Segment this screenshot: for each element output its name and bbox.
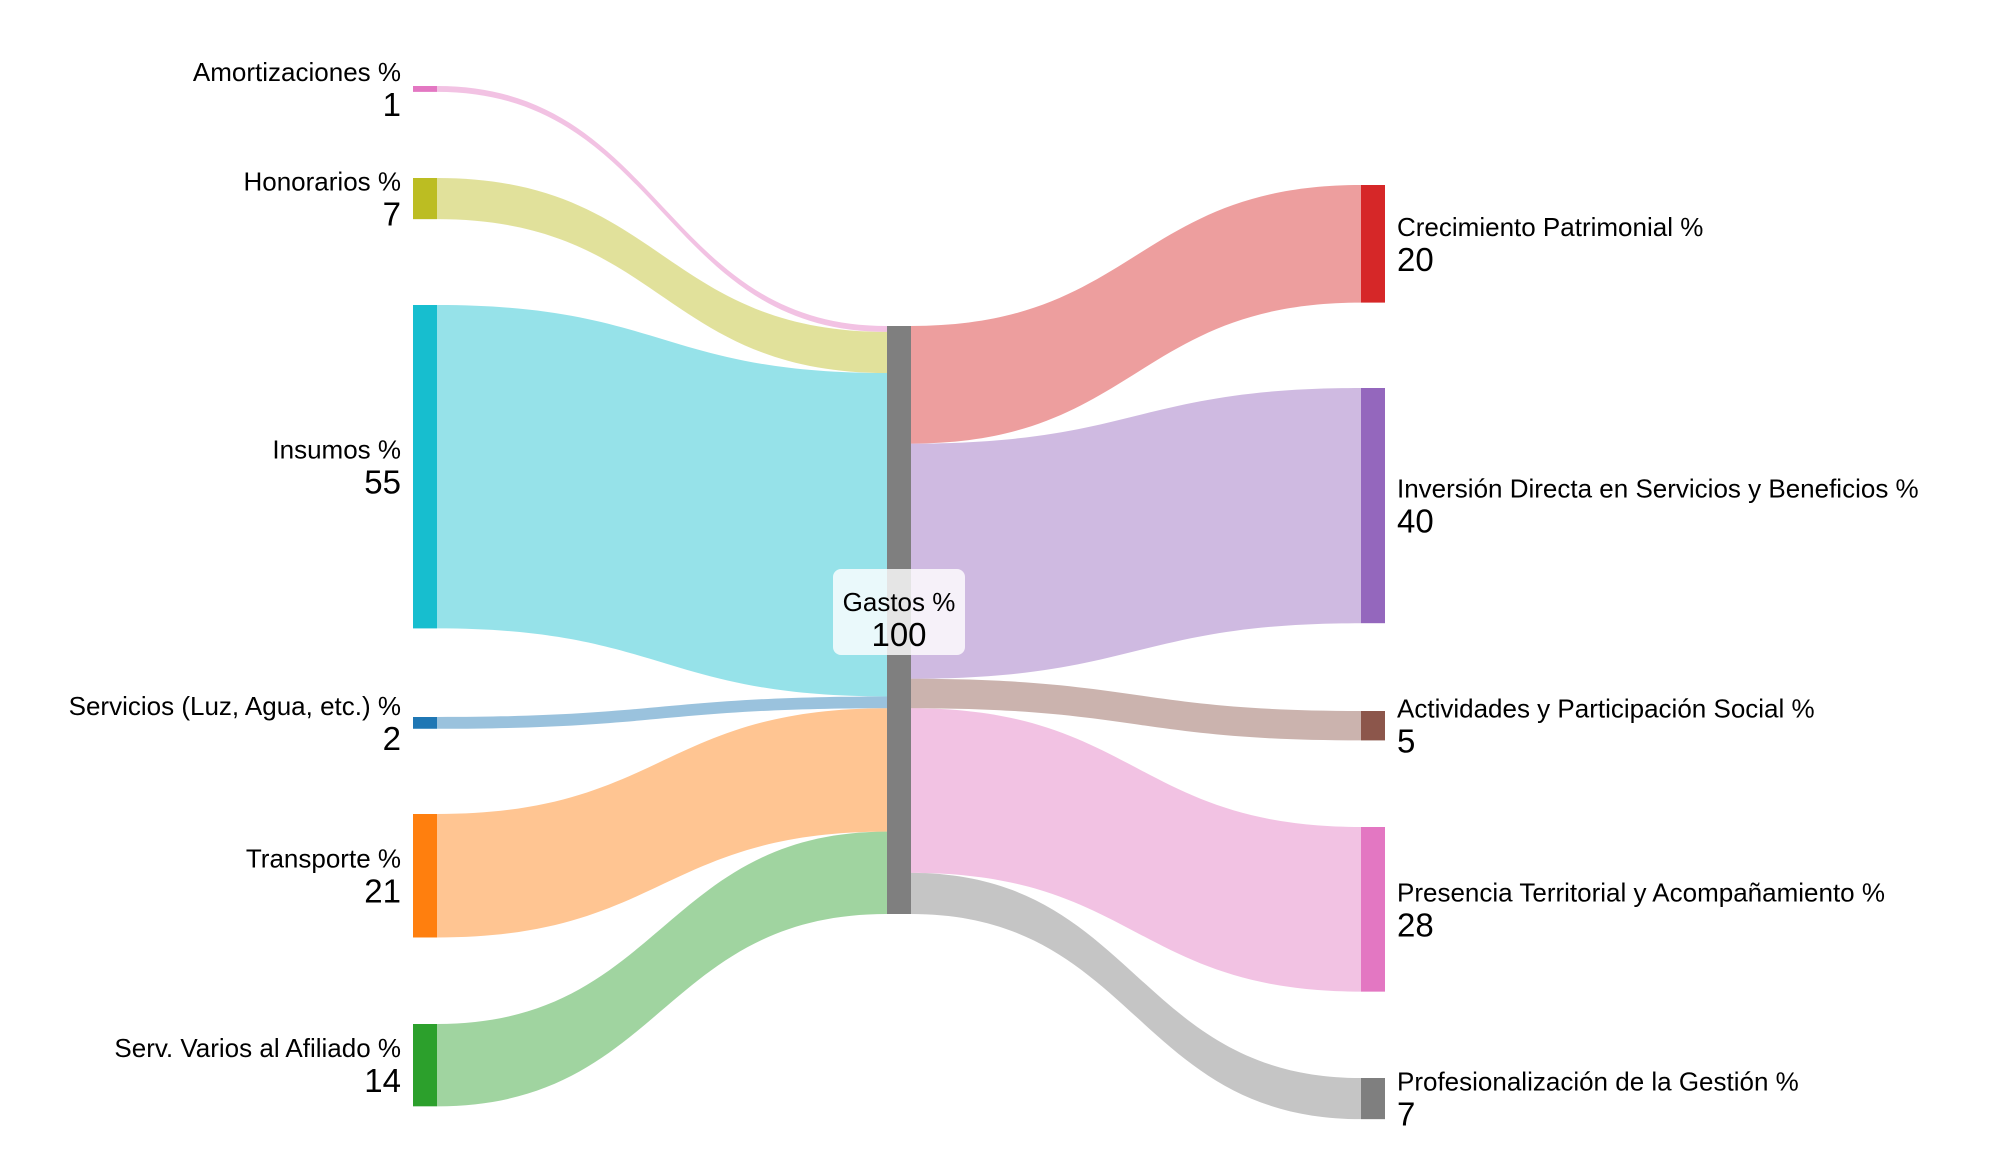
link-ins-gastos	[437, 305, 887, 697]
sankey-nodes	[413, 86, 1385, 1120]
node-varios	[413, 1024, 437, 1107]
node-value-prof: 7	[1397, 1096, 1415, 1133]
node-label-crec: Crecimiento Patrimonial %	[1397, 212, 1703, 242]
node-ins	[413, 305, 437, 629]
node-label-amort: Amortizaciones %	[193, 57, 401, 87]
link-serv-gastos	[437, 696, 887, 729]
node-label-pres: Presencia Territorial y Acompañamiento %	[1397, 877, 1885, 907]
node-value-hon: 7	[383, 196, 401, 233]
node-value-inv: 40	[1397, 503, 1434, 540]
node-value-act: 5	[1397, 723, 1415, 760]
link-varios-gastos	[437, 831, 887, 1107]
link-gastos-pres	[911, 708, 1361, 992]
node-label-serv: Servicios (Luz, Agua, etc.) %	[69, 691, 401, 721]
node-hon	[413, 178, 437, 220]
node-pres	[1361, 827, 1385, 992]
node-label-varios: Serv. Varios al Afiliado %	[114, 1033, 401, 1063]
node-value-ins: 55	[364, 464, 401, 501]
node-value-varios: 14	[364, 1062, 401, 1099]
link-gastos-act	[911, 678, 1361, 741]
node-inv	[1361, 388, 1385, 624]
gastos-label-box	[833, 569, 965, 655]
node-value-serv: 2	[383, 720, 401, 757]
node-crec	[1361, 185, 1385, 303]
node-amort	[413, 86, 437, 92]
link-hon-gastos	[437, 178, 887, 374]
node-value-crec: 20	[1397, 241, 1434, 278]
link-gastos-crec	[911, 185, 1361, 444]
link-gastos-inv	[911, 388, 1361, 679]
node-value-trans: 21	[364, 873, 401, 910]
node-label-inv: Inversión Directa en Servicios y Benefic…	[1397, 474, 1919, 504]
node-prof	[1361, 1078, 1385, 1120]
link-amort-gastos	[437, 86, 887, 332]
node-value-amort: 1	[383, 86, 401, 123]
node-label-gastos: Gastos %	[843, 587, 956, 617]
node-act	[1361, 711, 1385, 741]
node-value-pres: 28	[1397, 906, 1434, 943]
sankey-links	[437, 86, 1361, 1120]
link-gastos-prof	[911, 872, 1361, 1120]
node-label-trans: Transporte %	[246, 844, 401, 874]
node-value-gastos: 100	[871, 616, 926, 653]
node-trans	[413, 814, 437, 938]
node-label-act: Actividades y Participación Social %	[1397, 694, 1815, 724]
node-label-prof: Profesionalización de la Gestión %	[1397, 1067, 1799, 1097]
node-label-ins: Insumos %	[272, 435, 401, 465]
node-label-hon: Honorarios %	[243, 167, 401, 197]
link-trans-gastos	[437, 708, 887, 938]
node-serv	[413, 717, 437, 729]
